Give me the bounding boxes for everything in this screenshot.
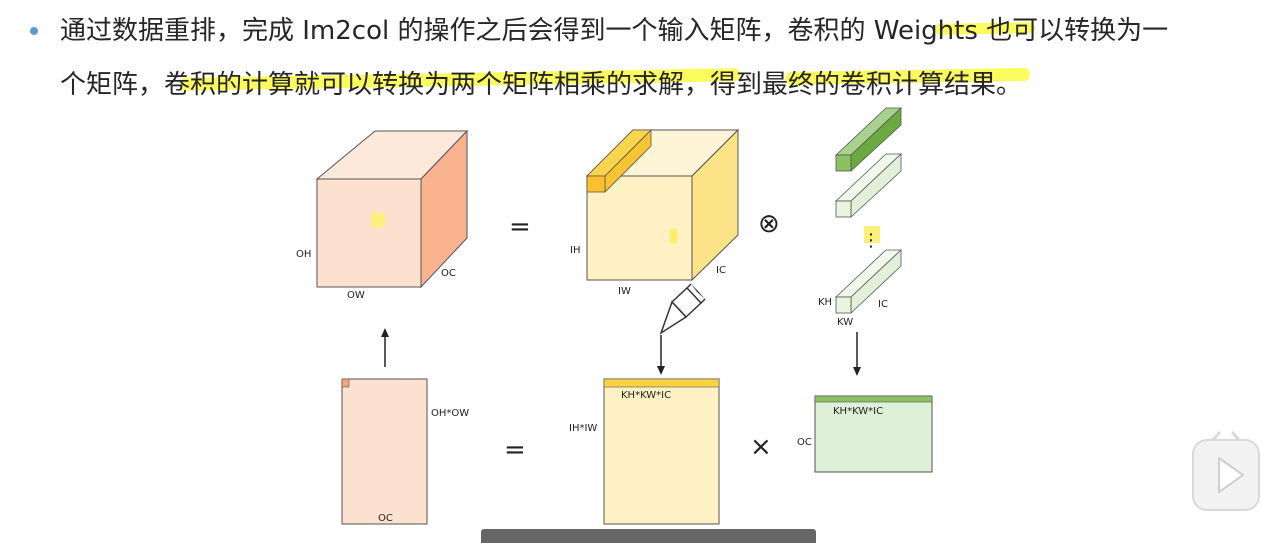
weight-matrix: KH*KW*IC OC (797, 395, 933, 473)
input-cube-h-label: IH (570, 245, 580, 256)
output-cube-w-label: OW (347, 290, 365, 301)
output-cube: OH OW OC (296, 129, 469, 301)
ellipsis-highlight (864, 226, 880, 243)
kernel-filter-1 (834, 107, 903, 172)
output-cube-highlight (371, 213, 385, 227)
weight-matrix-rows-label: OC (797, 437, 812, 448)
video-play-button[interactable] (1191, 430, 1261, 512)
kernel-w-label: KW (837, 317, 853, 328)
weight-matrix-row (814, 395, 933, 403)
equals-bottom: = (504, 435, 526, 465)
output-matrix-cell (341, 378, 350, 388)
bullet-line-1: 通过数据重排，完成 Im2col 的操作之后会得到一个输入矩阵，卷积的 Weig… (60, 16, 1169, 46)
kernel-filter-2 (834, 153, 903, 218)
input-matrix-row (603, 378, 720, 388)
output-cube-c-label: OC (441, 268, 456, 279)
input-matrix-cols-label: KH*KW*IC (621, 390, 671, 401)
conv-operator: ⊗ (758, 209, 780, 239)
times-operator: × (750, 432, 772, 462)
kernel-c-label: IC (878, 299, 888, 310)
pencil-icon (659, 283, 706, 335)
arrow-down-to-weight-matrix (853, 332, 861, 376)
output-cube-h-label: OH (296, 249, 311, 260)
bullet-line-2: 个矩阵，卷积的计算就可以转换为两个矩阵相乘的求解，得到最终的卷积计算结果。 (60, 70, 1023, 100)
input-cube: IH IW IC (570, 128, 740, 297)
arrow-down-to-input-matrix (657, 335, 665, 375)
output-matrix: OH*OW OC (341, 378, 469, 525)
play-icon (1192, 431, 1260, 511)
kernel-filter-n: KH KW IC (818, 249, 903, 328)
output-matrix-cols-label: OH*OW (431, 408, 469, 419)
equals-top: = (509, 212, 531, 242)
kernel-ellipsis: ⋮ (862, 230, 880, 251)
output-matrix-rows-label: OC (378, 513, 393, 524)
input-cube-w-label: IW (618, 286, 631, 297)
weight-matrix-cols-label: KH*KW*IC (833, 406, 883, 417)
input-matrix: KH*KW*IC IH*IW (569, 378, 720, 525)
kernel-h-label: KH (818, 297, 832, 308)
bullet-dot (30, 27, 38, 35)
input-kernel-slice-front (586, 175, 606, 193)
input-matrix-rows-label: IH*IW (569, 423, 597, 434)
input-cube-highlight (670, 229, 677, 243)
arrow-up-to-output (381, 328, 389, 367)
input-cube-c-label: IC (716, 265, 726, 276)
subtitle-bar (481, 529, 816, 543)
